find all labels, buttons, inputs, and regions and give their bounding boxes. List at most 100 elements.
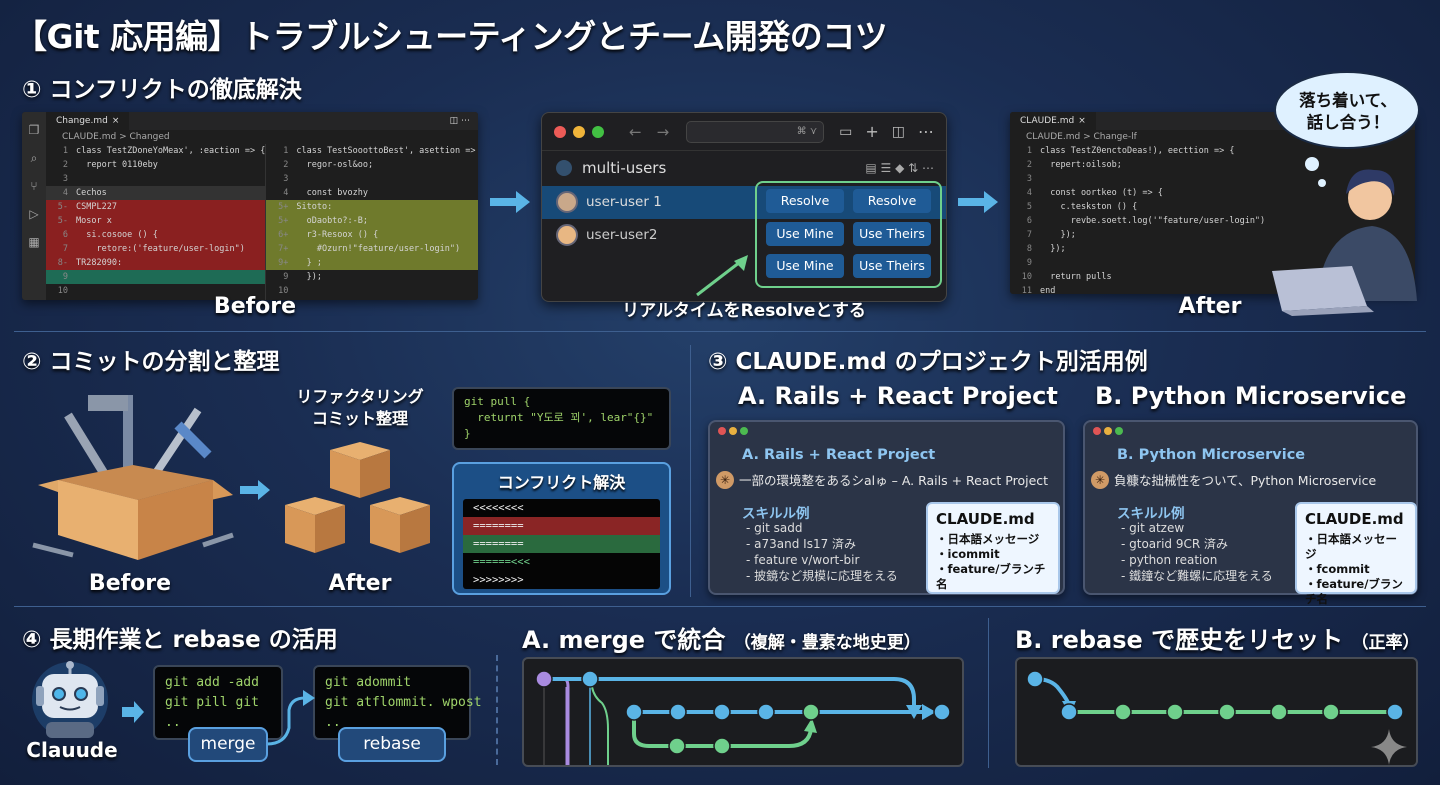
tab-label: CLAUDE.md (1020, 116, 1075, 126)
use-theirs-button[interactable]: Use Theirs (853, 254, 931, 278)
minimize-window-button[interactable] (573, 125, 585, 138)
conflict-marker-line: >>>>>>>> (473, 574, 524, 586)
line-text: const oortkeo (t) => { (1040, 188, 1163, 198)
line-text: Cechos (76, 188, 107, 198)
code-line: 2 regor-osl&oo; (266, 158, 478, 172)
card-a-heading: A. Rails + React Project (738, 382, 1058, 410)
use-mine-button[interactable]: Use Mine (766, 254, 844, 278)
section3-heading: ③ CLAUDE.md のプロジェクト別活用例 (708, 349, 1148, 375)
window-dot (1093, 427, 1101, 435)
repo-icon (556, 160, 572, 176)
line-text: report 0110eby (76, 160, 158, 170)
rebase-button[interactable]: rebase (338, 727, 446, 762)
code-line: 9+ } ; (266, 256, 478, 270)
line-number: 2 (283, 160, 289, 170)
line-text: retore:('feature/user-login") (76, 244, 245, 254)
debug-icon[interactable]: ▷ (29, 207, 39, 221)
repo-actions[interactable]: ▤ ☰ ◆ ⇅ ⋯ (865, 161, 934, 175)
organized-boxes-illustration (285, 442, 430, 553)
document-item: ・日本語メッセージ (936, 532, 1040, 546)
arrow-right-icon (240, 480, 270, 500)
bubble-line: 話し合う！ (1306, 113, 1390, 132)
resolve-button[interactable]: Resolve (853, 189, 931, 213)
code-line: 3 (266, 172, 478, 186)
code-line: 6 revbe.soett.log('"feature/user-login") (1010, 214, 1415, 228)
avatar (556, 191, 578, 213)
user-row-2[interactable]: user-user2 (556, 224, 658, 246)
refactor-line: コミット整理 (311, 409, 408, 428)
files-icon[interactable]: ❐ (28, 123, 40, 137)
refactor-caption: リファクタリングコミット整理 (280, 386, 440, 430)
user-name: user-user 1 (586, 194, 662, 210)
code-line: 5-Mosor x (46, 214, 266, 228)
merge-button[interactable]: merge (188, 727, 268, 762)
skills-title: スキルル例 (742, 506, 810, 522)
address-bar[interactable]: ⌘ ⋎ (686, 120, 825, 143)
code-line: 5 c.teskston () { (1010, 200, 1415, 214)
split-view-icon[interactable]: ◫ (891, 123, 906, 140)
code-line: returnt "Y도로 꾀', lear"{}" (464, 411, 654, 424)
editor-tab[interactable]: CLAUDE.md× (1010, 112, 1096, 130)
line-number: 10 (278, 286, 289, 296)
line-text: TR282090: (76, 258, 123, 268)
repo-name: multi-users (582, 159, 667, 177)
resolve-button[interactable]: Resolve (766, 189, 844, 213)
line-number: 7+ (278, 244, 289, 254)
line-number: 7 (1026, 230, 1032, 240)
code-line: 6+ r3-Resoox () { (266, 228, 478, 242)
toolbox-illustration (32, 395, 234, 560)
card-b-heading: B. Python Microservice (1095, 382, 1407, 410)
user-row-1[interactable]: user-user 1 (556, 191, 662, 213)
line-number: 5 (1026, 202, 1032, 212)
window-dot (729, 427, 737, 435)
code-line: 9 (1010, 256, 1415, 270)
extensions-icon[interactable]: ▦ (28, 235, 40, 249)
divider (690, 345, 691, 597)
terminal-line: .. (165, 715, 181, 730)
skill-item: - 鐵鐘など難螺に応理をえる (1121, 569, 1273, 583)
line-number: 5- (57, 202, 68, 212)
sidebar-icon[interactable]: ▭ (839, 123, 853, 140)
use-theirs-button[interactable]: Use Theirs (853, 222, 931, 246)
line-text: }); (1040, 244, 1066, 254)
use-mine-button[interactable]: Use Mine (766, 222, 844, 246)
conflict-title: コンフリクト解決 (497, 473, 626, 492)
line-number: 3 (62, 174, 68, 184)
divider (14, 331, 1426, 332)
more-icon[interactable]: ⋯ (918, 122, 935, 141)
split-editor-icon[interactable]: ◫ ⋯ (449, 116, 470, 126)
claude-md-card: B. Python Microservice✳負糠な拙械性をついて、Python… (1083, 420, 1418, 606)
commit-node (668, 737, 686, 755)
forward-icon[interactable]: → (656, 122, 670, 141)
line-text: repert:oilsob; (1040, 160, 1122, 170)
activity-bar: ❐ ⌕ ⑂ ▷ ▦ (22, 112, 46, 300)
sparkle-icon (1371, 729, 1407, 765)
close-icon[interactable]: × (1078, 116, 1086, 126)
skill-item: - git atzew (1121, 521, 1185, 535)
close-icon[interactable]: × (111, 116, 120, 126)
back-icon[interactable]: ← (629, 122, 642, 141)
source-control-icon[interactable]: ⑂ (30, 179, 38, 193)
commit-node (581, 670, 599, 688)
line-number: 13 (46, 298, 76, 300)
before-editor: ❐⌕⑂▷▦ Change.md×◫ ⋯ CLAUDE.md > Changed … (22, 112, 478, 300)
close-window-button[interactable] (554, 125, 566, 138)
merge-heading-text: A. merge で統合 (522, 626, 726, 654)
editor-tab[interactable]: Change.md× (46, 112, 130, 130)
line-number: 3 (1026, 174, 1032, 184)
skill-item: - 披鏡など規模に応理をえる (746, 569, 898, 583)
card-title: B. Python Microservice (1117, 447, 1306, 463)
new-tab-icon[interactable]: + (865, 122, 879, 141)
line-number: 1 (283, 146, 289, 156)
line-text: Sitoto: (296, 202, 333, 212)
code-line: 10 (266, 284, 478, 298)
code-line: 9 (46, 270, 266, 284)
commit-node (1322, 703, 1340, 721)
document-item: ・fcommit (1305, 562, 1370, 576)
line-number: 11 (1021, 286, 1032, 294)
maximize-window-button[interactable] (592, 125, 604, 138)
code-line: 7+ #Ozurn!"feature/user-login") (266, 242, 478, 256)
search-icon[interactable]: ⌕ (30, 151, 38, 165)
